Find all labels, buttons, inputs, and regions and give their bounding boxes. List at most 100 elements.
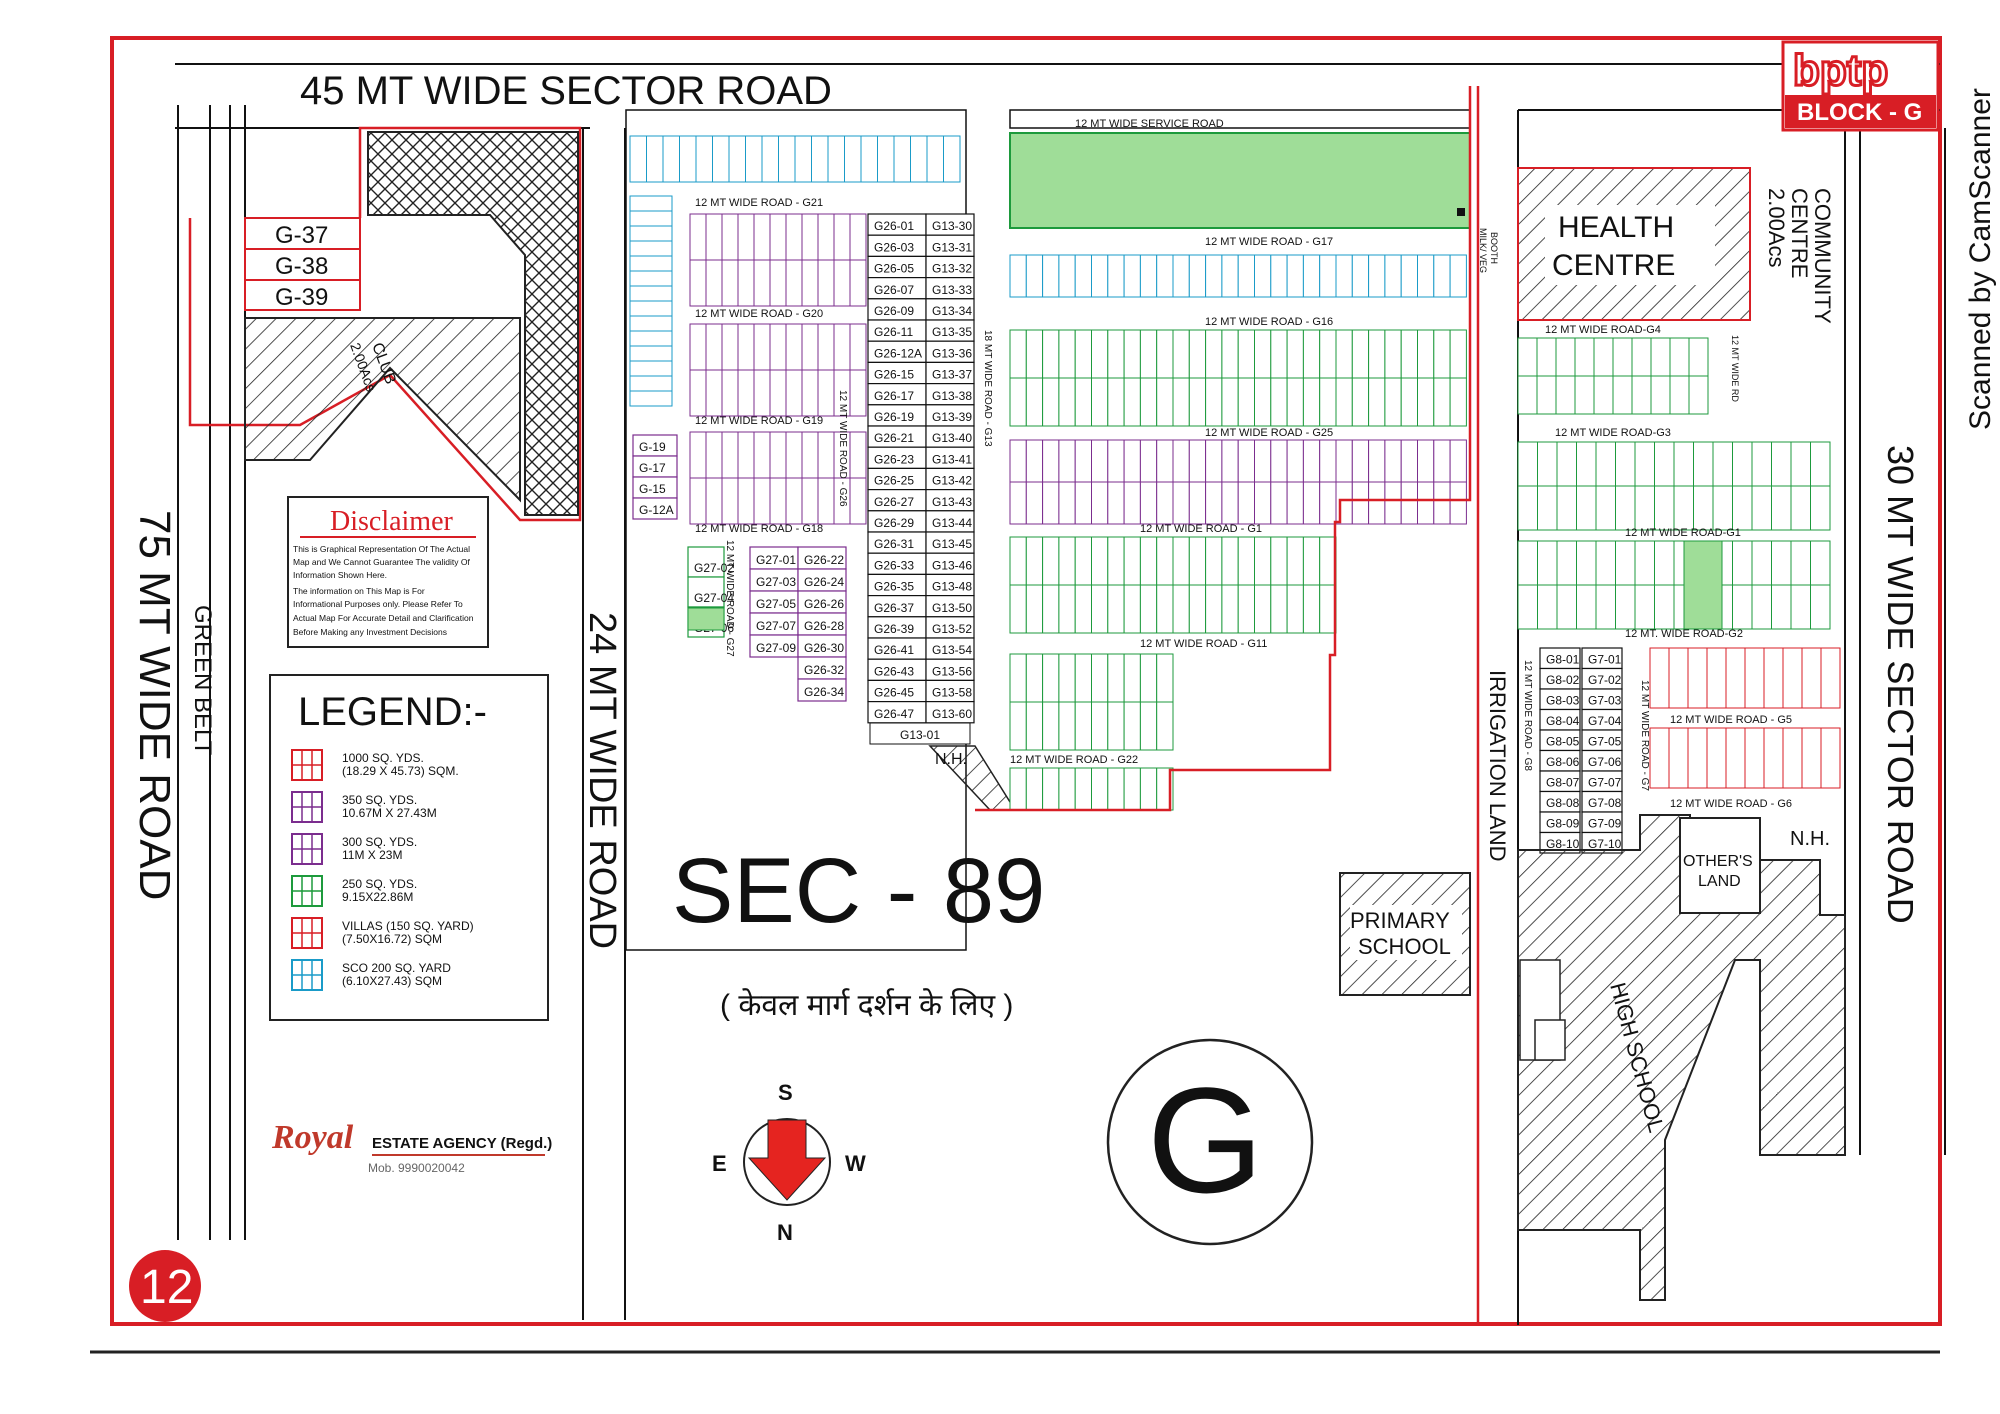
- g11-plot: [1058, 653, 1076, 703]
- g3-plot: [1751, 441, 1772, 487]
- sco-plot: [943, 135, 961, 183]
- res-plot: [753, 369, 771, 417]
- g7-plot-label: G7-06: [1588, 755, 1622, 769]
- g3-plot: [1712, 441, 1733, 487]
- g1b-plot: [1654, 584, 1675, 630]
- g16-plot: [1449, 377, 1467, 427]
- g1b-plot: [1576, 540, 1597, 586]
- g13-plot-label: G13-44: [932, 516, 972, 530]
- g11-plot: [1074, 701, 1092, 751]
- g8-plot-label: G8-02: [1546, 673, 1580, 687]
- g25-plot: [1237, 481, 1255, 525]
- left-plot-label: G-15: [639, 482, 666, 496]
- g1b-plot: [1517, 584, 1538, 630]
- sco-plot: [712, 135, 730, 183]
- res-plot: [785, 323, 803, 371]
- sco-plot: [1449, 254, 1467, 298]
- g11-plot: [1009, 653, 1027, 703]
- res-plot: [753, 213, 771, 261]
- g1b-plot: [1751, 584, 1772, 630]
- g1-plot: [1091, 536, 1109, 586]
- g1b-plot: [1634, 540, 1655, 586]
- g25-plot: [1368, 481, 1386, 525]
- g25-plot: [1091, 481, 1109, 525]
- legend-line-2: 11M X 23M: [342, 848, 402, 862]
- legend-line-1: 1000 SQ. YDS.: [342, 751, 424, 765]
- road-g16: 12 MT WIDE ROAD - G16: [1205, 316, 1333, 328]
- agency-mobile: Mob. 9990020042: [368, 1161, 465, 1175]
- g1b-plot: [1537, 584, 1558, 630]
- g16-plot: [1123, 377, 1141, 427]
- g25-plot: [1058, 439, 1076, 483]
- g13-plot-label: G13-43: [932, 495, 972, 509]
- g3-plot: [1790, 485, 1811, 531]
- g16-plot: [1009, 329, 1027, 379]
- res-plot: [849, 259, 867, 307]
- sco-plot: [1319, 254, 1337, 298]
- g1b-plot: [1790, 540, 1811, 586]
- g16-plot: [1270, 377, 1288, 427]
- health-label-2: CENTRE: [1552, 249, 1675, 282]
- g3-plot: [1517, 441, 1538, 487]
- g26-plot-label: G26-17: [874, 389, 914, 403]
- g25-plot: [1417, 481, 1435, 525]
- g1-plot: [1139, 536, 1158, 586]
- g3-plot: [1771, 485, 1792, 531]
- res-plot: [689, 213, 707, 261]
- sco-plot: [629, 360, 673, 377]
- g25-plot: [1156, 481, 1174, 525]
- g16-plot: [1319, 377, 1337, 427]
- road-g2: 12 MT. WIDE ROAD-G2: [1625, 628, 1743, 640]
- g1b-plot: [1595, 540, 1616, 586]
- logo-block: BLOCK - G: [1797, 99, 1922, 126]
- villa-plot: [1725, 647, 1746, 709]
- g4-plot: [1669, 375, 1690, 415]
- g26-mid-plot-label: G26-34: [804, 685, 844, 699]
- villa-plot: [1744, 647, 1765, 709]
- sco-plot: [1433, 254, 1451, 298]
- sco-plot: [1156, 254, 1174, 298]
- g26-mid-plot-label: G26-26: [804, 597, 844, 611]
- g1-plot: [1270, 536, 1288, 586]
- g13-plot-label: G13-38: [932, 389, 972, 403]
- res-plot: [785, 213, 803, 261]
- g25-plot: [1433, 439, 1451, 483]
- health-label: HEALTH: [1558, 211, 1674, 244]
- g3-plot: [1517, 485, 1538, 531]
- res-plot: [801, 431, 819, 479]
- res-plot: [721, 213, 739, 261]
- road-g21: 12 MT WIDE ROAD - G21: [695, 197, 823, 209]
- plot-g39: G-39: [275, 284, 328, 311]
- g8-plot-label: G8-05: [1546, 735, 1580, 749]
- g3-plot: [1810, 441, 1831, 487]
- g11-plot: [1042, 701, 1060, 751]
- g4-plot: [1631, 375, 1652, 415]
- g25-plot: [1335, 439, 1353, 483]
- g11-plot: [1091, 653, 1109, 703]
- middle-road-label: 24 MT WIDE ROAD: [581, 612, 623, 949]
- g1-plot: [1042, 536, 1060, 586]
- sco-plot: [827, 135, 845, 183]
- sector-title: SEC - 89: [672, 840, 1045, 942]
- g1-plot: [1237, 536, 1255, 586]
- g11-plot: [1139, 701, 1158, 751]
- g26-plot-label: G26-01: [874, 219, 914, 233]
- g16-plot: [1139, 377, 1158, 427]
- g16-plot: [1091, 377, 1109, 427]
- g25-plot: [1172, 439, 1190, 483]
- g16-plot: [1221, 377, 1239, 427]
- road-g4: 12 MT WIDE ROAD-G4: [1545, 324, 1661, 336]
- g1-plot: [1319, 584, 1337, 634]
- road-g18: 12 MT WIDE ROAD - G18: [695, 523, 823, 535]
- g3-plot: [1537, 441, 1558, 487]
- g7-plot-label: G7-04: [1588, 714, 1622, 728]
- g13-plot-label: G13-41: [932, 452, 972, 466]
- road-g22: 12 MT WIDE ROAD - G22: [1010, 754, 1138, 766]
- sco-plot: [1009, 254, 1027, 298]
- g26-plot-label: G26-07: [874, 283, 914, 297]
- block-letter: G: [1147, 1056, 1264, 1224]
- primary-label: PRIMARY: [1350, 908, 1450, 933]
- top-road-label: 45 MT WIDE SECTOR ROAD: [300, 69, 832, 113]
- g8-plot-label: G8-03: [1546, 694, 1580, 708]
- g1b-plot: [1810, 584, 1831, 630]
